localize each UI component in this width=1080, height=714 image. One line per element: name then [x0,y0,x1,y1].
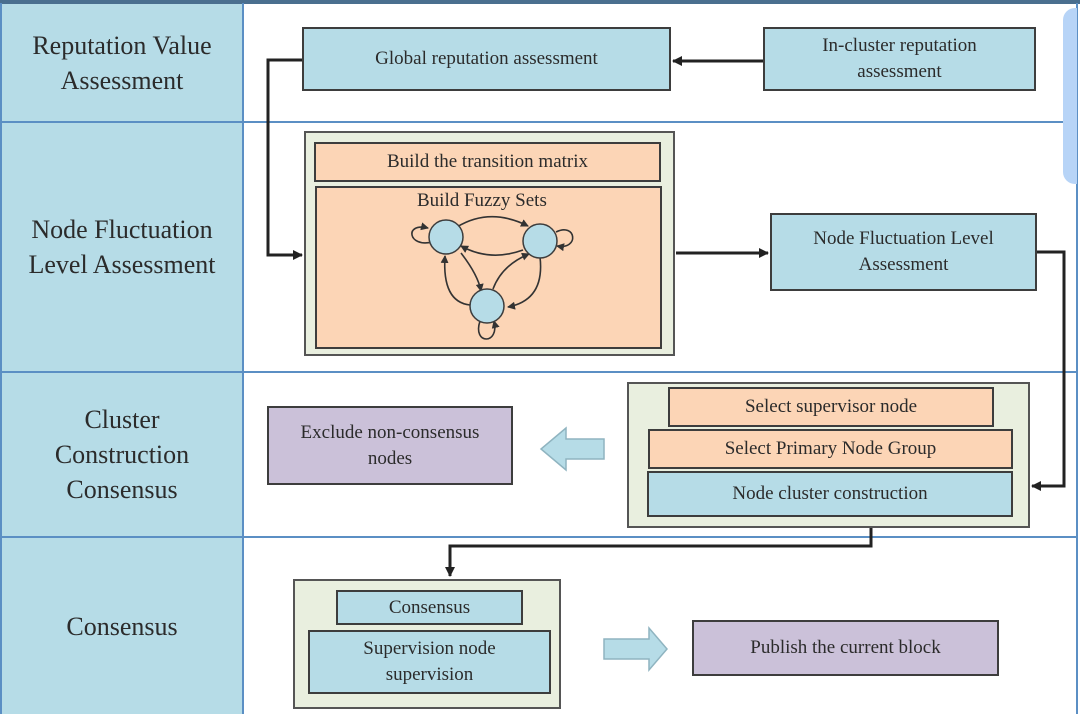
publish-block-box: Publish the current block [692,620,999,676]
supervision-box: Supervision node supervision [308,630,551,694]
side-scroll-tab[interactable] [1063,8,1077,184]
top-border [0,0,1080,4]
consensus-box: Consensus [336,590,523,625]
lane-divider-vertical [242,3,244,714]
fluctuation-level-box: Node Fluctuation Level Assessment [770,213,1037,291]
lane-label-fluctuation: Node Fluctuation Level Assessment [2,123,242,371]
global-reputation-box: Global reputation assessment [302,27,671,91]
lane-label-cluster: Cluster Construction Consensus [2,373,242,536]
lane-left-border [0,3,2,714]
in-cluster-reputation-box: In-cluster reputation assessment [763,27,1036,91]
select-supervisor-box: Select supervisor node [668,387,994,427]
transition-matrix-box: Build the transition matrix [314,142,661,182]
lane-divider-2 [0,371,1078,373]
exclude-nodes-box: Exclude non-consensus nodes [267,406,513,485]
lane-divider-3 [0,536,1078,538]
block-arrow-right [603,625,668,673]
select-primary-box: Select Primary Node Group [648,429,1013,469]
lane-label-reputation: Reputation Value Assessment [2,4,242,121]
lane-divider-1 [0,121,1078,123]
lane-right-border [1076,3,1078,714]
fuzzy-sets-title: Build Fuzzy Sets [417,190,547,211]
arrow-global-to-fuzzy [266,58,303,260]
block-arrow-left [539,426,605,472]
cluster-construction-box: Node cluster construction [647,471,1013,517]
lane-label-consensus: Consensus [2,538,242,714]
